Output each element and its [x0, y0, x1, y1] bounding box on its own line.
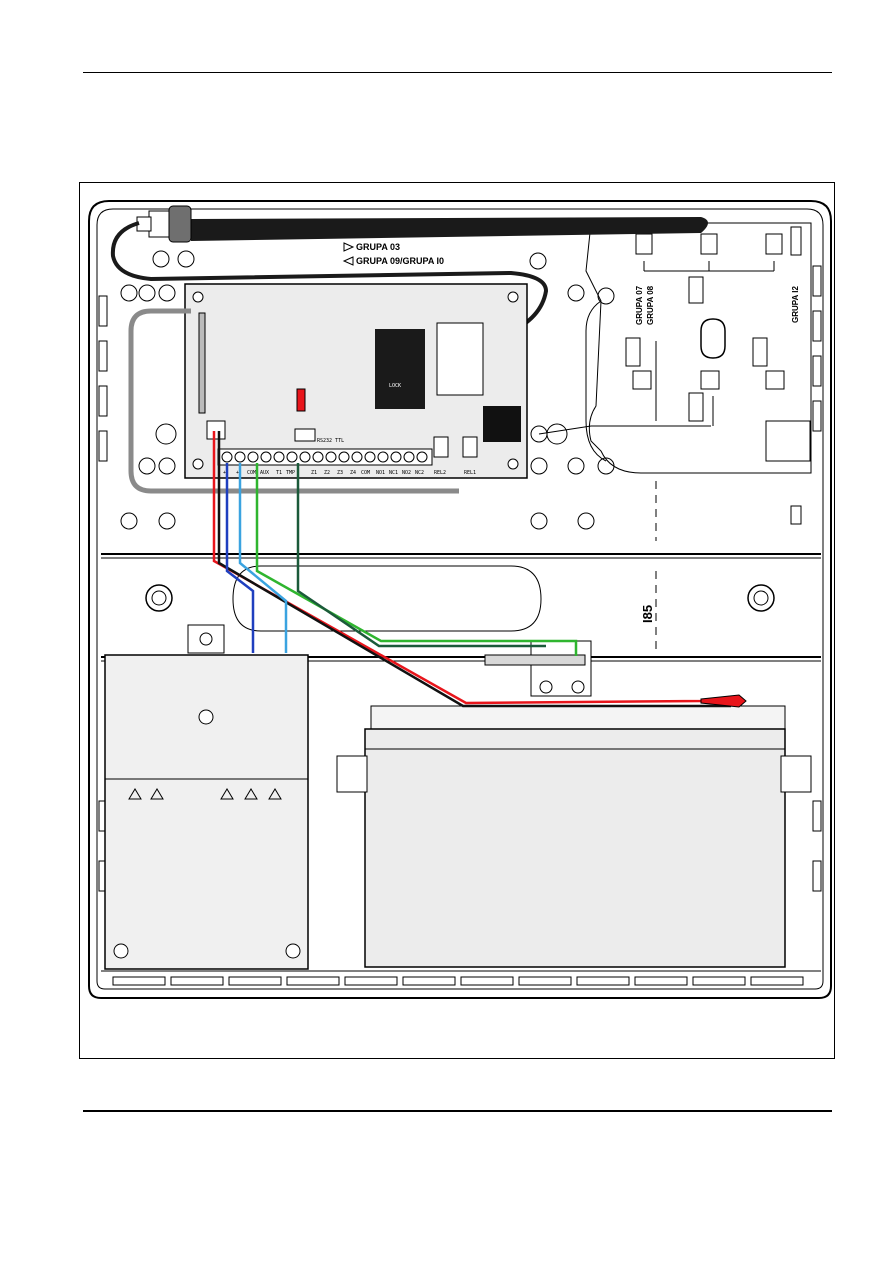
antenna-cable — [110, 221, 549, 338]
bottom-ribs — [112, 976, 804, 986]
antenna — [136, 205, 708, 243]
right-dividers — [538, 261, 775, 651]
green-wire — [255, 463, 578, 656]
relay-1 — [462, 436, 478, 458]
right-terminals — [625, 226, 811, 525]
figure-frame: GRUPA 07 GRUPA 08 GRUPA I2 I85 GRUPA 03 … — [79, 182, 835, 1059]
audio-jack — [483, 406, 521, 442]
power-supply-box — [104, 654, 309, 970]
sim-holder — [375, 329, 425, 409]
wiring — [212, 431, 737, 708]
psu-screw-br — [285, 943, 301, 959]
enclosure-wiring-diagram: GRUPA 07 GRUPA 08 GRUPA I2 I85 GRUPA 03 … — [88, 200, 832, 999]
battery-top — [370, 705, 786, 731]
terminal-label: COM — [247, 470, 256, 476]
power-connector — [206, 420, 226, 440]
dark-green-wire — [296, 463, 546, 648]
terminal-label: TMP — [286, 470, 295, 476]
enclosure-inner-wall — [96, 208, 824, 990]
header-rule — [83, 72, 832, 73]
terminal-label: Z1 — [311, 470, 317, 476]
dimension-label: I85 — [640, 605, 655, 623]
relay-2 — [433, 436, 449, 458]
terminal-label: + — [223, 470, 226, 476]
terminal-label: NC1 — [389, 470, 398, 476]
terminal-label: NC2 — [415, 470, 424, 476]
footer-rule — [83, 1110, 832, 1112]
pcb-chip — [296, 388, 306, 412]
light-blue-wire — [238, 463, 288, 653]
psu-triangles — [128, 788, 282, 800]
terminal-label: Z3 — [337, 470, 343, 476]
terminal-label: AUX — [260, 470, 269, 476]
rs232-connector — [294, 428, 316, 442]
sim-lock-label: LOCK — [389, 383, 401, 389]
terminal-label: Z2 — [324, 470, 330, 476]
terminal-label: Z4 — [350, 470, 356, 476]
terminal-screws — [221, 451, 428, 463]
pcb-left-strip — [198, 312, 206, 414]
right-slot — [700, 318, 726, 359]
terminal-labels: + + COM AUX T1 TMP Z1 Z2 Z3 Z4 COM NO1 N… — [223, 470, 476, 476]
mounting-holes — [145, 423, 775, 612]
battery-body — [364, 728, 786, 968]
terminal-label: REL2 — [434, 470, 446, 476]
terminal-label: NO1 — [376, 470, 385, 476]
bracket-screw — [199, 632, 213, 646]
terminal-label: COM — [361, 470, 370, 476]
oval-cutout — [232, 565, 542, 632]
tamper-bar — [484, 654, 586, 666]
psu-screw-top — [198, 709, 214, 725]
terminal-label: T1 — [276, 470, 282, 476]
group-08-label: GRUPA 08 — [646, 285, 655, 325]
group-09-10-label: GRUPA 09/GRUPA I0 — [356, 256, 444, 266]
group-07-label: GRUPA 07 — [635, 285, 644, 325]
gsm-module — [436, 322, 484, 396]
group-09-arrow — [342, 256, 354, 266]
group-03-arrow — [343, 242, 355, 252]
rs232-label: RS232 TTL — [317, 438, 344, 444]
right-cavity-outline — [585, 222, 812, 474]
terminal-label: NO2 — [402, 470, 411, 476]
right-cavity-inner — [585, 300, 607, 462]
group-03-label: GRUPA 03 — [356, 242, 400, 252]
enclosure-outer-wall — [88, 200, 832, 999]
side-ribs — [98, 265, 822, 892]
black-wire — [217, 431, 731, 708]
terminal-label: REL1 — [464, 470, 476, 476]
terminal-label: + — [236, 470, 239, 476]
gray-cable — [128, 308, 459, 494]
battery-lead — [700, 694, 747, 708]
battery-clips — [336, 755, 812, 793]
pcb-mount-holes — [192, 291, 519, 470]
blue-wire — [225, 463, 255, 653]
psu-screw-bl — [113, 943, 129, 959]
group-12-label: GRUPA I2 — [791, 286, 800, 323]
